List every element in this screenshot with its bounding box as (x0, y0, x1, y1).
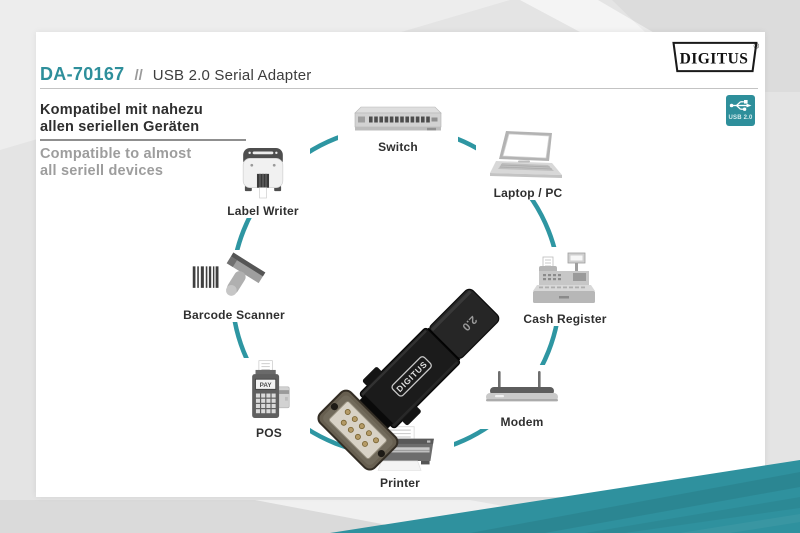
device-node-switch: Switch (338, 100, 458, 154)
usb-2.0-badge: USB 2.0 (726, 95, 755, 126)
pos-display-text: PAY (260, 382, 273, 389)
device-label: POS (256, 426, 282, 440)
device-label: Barcode Scanner (183, 308, 285, 322)
usb-badge-label: USB 2.0 (728, 115, 753, 121)
usb-trident-icon (729, 100, 752, 111)
device-label: Switch (378, 140, 418, 154)
cash-register-icon (533, 252, 595, 303)
product-title: USB 2.0 Serial Adapter (152, 67, 312, 84)
title-separator: // (134, 67, 143, 84)
device-node-pos: PAY POS (228, 358, 310, 440)
modem-icon (486, 371, 558, 402)
device-node-modem: Modem (470, 365, 574, 429)
pos-terminal-icon: PAY (252, 360, 290, 418)
device-node-barcode-scanner: Barcode Scanner (178, 250, 290, 322)
product-code: DA-70167 (40, 64, 125, 84)
printer-icon (366, 426, 434, 471)
intro-underline (40, 139, 246, 141)
device-label: Laptop / PC (493, 186, 563, 200)
device-node-printer: Printer (346, 424, 454, 490)
device-label: Modem (500, 415, 544, 429)
intro-de-line1: Kompatibel mit nahezu (40, 102, 203, 118)
laptop-icon (490, 130, 562, 178)
digitus-logo: DIGITUS ® (672, 42, 760, 73)
device-node-laptop: Laptop / PC (476, 127, 580, 200)
device-node-cash-register: Cash Register (516, 247, 614, 326)
device-label: Label Writer (227, 204, 299, 218)
registered-mark: ® (754, 42, 760, 51)
header: DA-70167 // USB 2.0 Serial Adapter (40, 64, 740, 85)
intro-en-line1: Compatible to almost (40, 146, 192, 162)
device-node-label-writer: Label Writer (216, 144, 310, 218)
switch-icon (354, 106, 442, 131)
barcode-scanner-icon (192, 252, 266, 296)
device-label: Cash Register (523, 312, 607, 326)
intro-text: Kompatibel mit nahezu allen seriellen Ge… (40, 102, 270, 179)
header-divider (40, 88, 758, 89)
device-label: Printer (379, 476, 421, 490)
logo-text: DIGITUS (680, 51, 749, 68)
intro-en-line2: all seriell devices (40, 162, 164, 179)
intro-de-line2: allen seriellen Geräten (40, 118, 200, 135)
label-writer-icon (242, 148, 284, 199)
